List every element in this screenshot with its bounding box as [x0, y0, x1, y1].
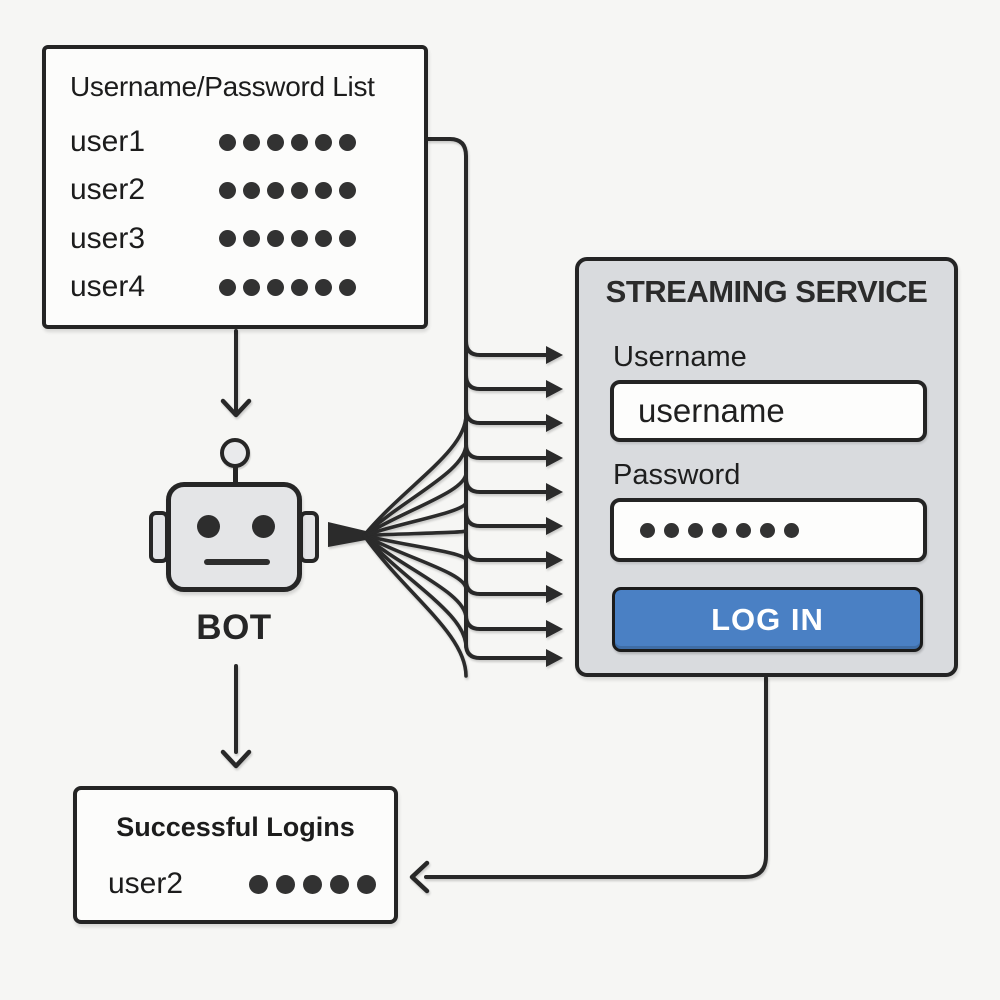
password-dot [267, 278, 284, 296]
password-dot [267, 181, 284, 199]
username-text: user4 [70, 270, 146, 304]
password-dot [315, 181, 332, 199]
right-arrowhead-icon [546, 585, 563, 603]
password-dot [315, 278, 332, 296]
password-dot [276, 874, 295, 894]
credential-list-box: Username/Password List user1 user2 user3 us… [42, 45, 428, 329]
password-dot [760, 522, 775, 538]
bot-right-eye-icon [252, 515, 275, 538]
right-arrowhead-icon [546, 346, 563, 364]
password-dots [640, 522, 799, 538]
username-text: user3 [70, 221, 146, 255]
password-dot [219, 181, 236, 199]
password-dot [243, 181, 260, 199]
password-dot [219, 133, 236, 151]
password-dot [243, 133, 260, 151]
credentials-trunk-line [426, 137, 548, 660]
username-input[interactable]: username [610, 380, 927, 442]
password-dot [291, 230, 308, 248]
password-dots [219, 133, 356, 151]
password-dot [339, 181, 356, 199]
right-arrowhead-icon [546, 483, 563, 501]
password-dot [330, 874, 349, 894]
password-dot [219, 278, 236, 296]
bot-antenna-ball-icon [220, 438, 250, 468]
bot-left-eye-icon [197, 515, 220, 538]
credential-list-title: Username/Password List [70, 71, 375, 102]
login-attempt-arrows [464, 339, 563, 667]
password-dot [357, 874, 376, 894]
password-dot [315, 133, 332, 151]
bot-label: BOT [196, 608, 272, 647]
bot-mouth-icon [204, 559, 270, 565]
list-item: user3 [70, 222, 408, 256]
password-dot [291, 278, 308, 296]
successful-logins-title: Successful Logins [116, 812, 355, 842]
password-dots [219, 278, 356, 296]
password-input[interactable] [610, 498, 927, 562]
username-text: user2 [108, 867, 184, 900]
password-dot [339, 278, 356, 296]
password-dot [736, 522, 751, 538]
right-arrowhead-icon [546, 414, 563, 432]
right-arrowhead-icon [546, 649, 563, 667]
password-dot [784, 522, 799, 538]
password-dot [640, 522, 655, 538]
login-button[interactable]: LOG IN [612, 587, 923, 652]
password-dot [267, 230, 284, 248]
streaming-service-panel: STREAMING SERVICE Username username Pass… [575, 257, 958, 677]
right-arrowhead-icon [546, 620, 563, 638]
password-dot [243, 278, 260, 296]
username-input-value: username [638, 392, 785, 429]
list-item: user4 [70, 270, 408, 304]
right-arrowhead-icon [546, 551, 563, 569]
username-text: user1 [70, 125, 146, 158]
password-dot [664, 522, 679, 538]
password-dots [219, 181, 356, 199]
username-text: user2 [70, 173, 146, 207]
bot-head-icon [166, 482, 302, 592]
bot-antenna-stem-icon [233, 466, 238, 486]
password-dot [219, 230, 236, 248]
password-dot [303, 874, 322, 894]
login-result-line [409, 676, 768, 894]
password-dot [267, 133, 284, 151]
password-label: Password [613, 459, 741, 491]
password-dots [249, 874, 376, 894]
bot-right-ear-icon [299, 511, 319, 563]
successful-logins-box: Successful Logins user2 [73, 786, 398, 924]
streaming-service-title: STREAMING SERVICE [605, 274, 928, 309]
list-to-bot-arrow [220, 329, 252, 418]
password-dot [688, 522, 703, 538]
list-item: user2 [108, 866, 382, 902]
bot-fan-lines [328, 413, 468, 678]
password-dot [291, 181, 308, 199]
list-item: user2 [70, 173, 408, 207]
password-dots [219, 230, 356, 248]
right-arrowhead-icon [546, 517, 563, 535]
bot-to-logins-arrow [220, 664, 252, 769]
list-item: user1 [70, 125, 408, 159]
right-arrowhead-icon [546, 380, 563, 398]
password-dot [243, 230, 260, 248]
password-dot [339, 133, 356, 151]
password-dot [291, 133, 308, 151]
password-dot [712, 522, 727, 538]
username-label: Username [613, 341, 747, 373]
password-dot [339, 230, 356, 248]
password-dot [249, 874, 268, 894]
right-arrowhead-icon [546, 449, 563, 467]
password-dot [315, 230, 332, 248]
